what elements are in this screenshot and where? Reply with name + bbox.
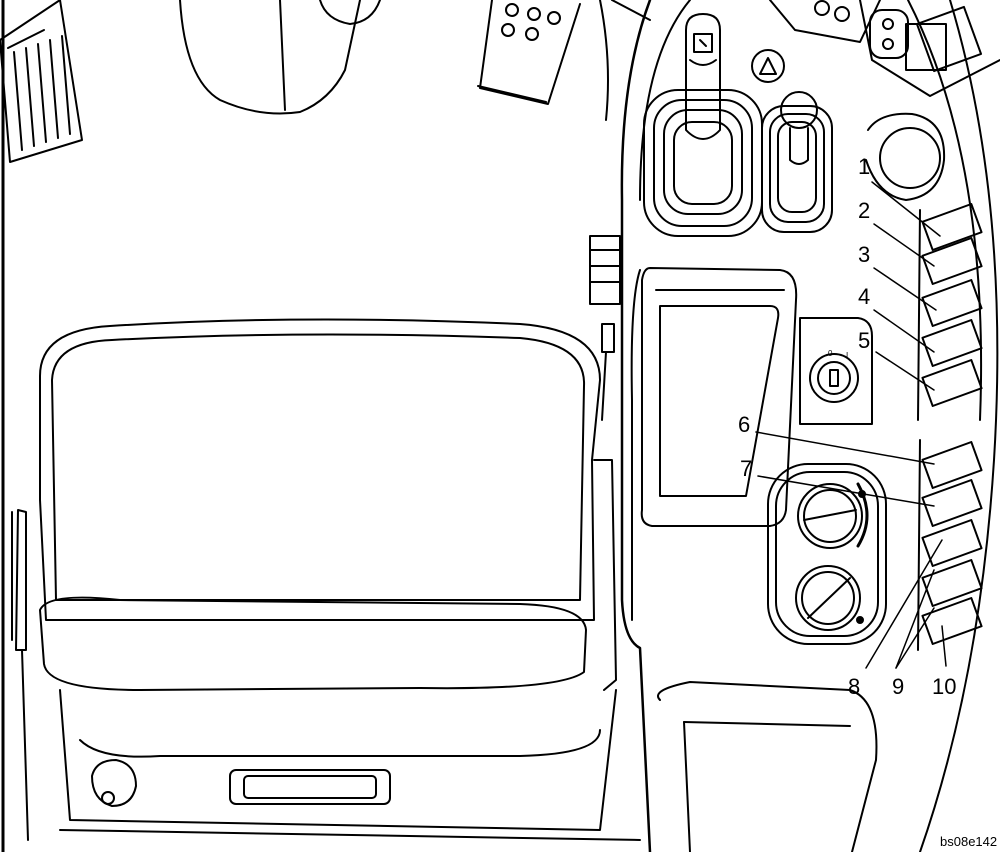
seat-backrest <box>39 318 601 621</box>
callout-7: 7 <box>740 456 752 481</box>
callout-10: 10 <box>932 674 956 699</box>
hazard-button <box>751 49 785 83</box>
joystick <box>643 13 763 237</box>
callout-4: 4 <box>858 284 870 309</box>
upper-right-control-box <box>769 0 1000 97</box>
callout-3: 3 <box>858 242 870 267</box>
climate-control-panel <box>767 463 887 645</box>
steering-column <box>179 0 381 115</box>
seat-cushion <box>11 459 617 841</box>
callout-5: 5 <box>858 328 870 353</box>
seat-adjust-knob <box>91 759 137 807</box>
callout-1: 1 <box>858 154 870 179</box>
seat-bracket <box>589 235 621 421</box>
figure-reference-code: bs08e142 <box>940 834 997 849</box>
ignition-mark-on: I <box>846 351 848 360</box>
ignition-switch <box>799 317 873 425</box>
cup-holder <box>865 112 946 201</box>
callout-9: 9 <box>892 674 904 699</box>
top-left-panel <box>0 0 83 163</box>
display-panel <box>640 267 798 527</box>
callout-8: 8 <box>848 674 860 699</box>
lower-console <box>657 681 878 852</box>
pedal-unit <box>477 0 581 105</box>
rocker-switch-column <box>917 203 983 651</box>
callout-6: 6 <box>738 412 750 437</box>
ignition-mark-off: 0 <box>828 349 833 358</box>
callout-leaders <box>755 181 947 669</box>
auxiliary-lever <box>761 91 833 233</box>
cab-arc-inner <box>907 0 983 421</box>
knob-marker-dot <box>856 616 864 624</box>
cab-arc-right <box>919 0 999 852</box>
callout-2: 2 <box>858 198 870 223</box>
floor-line <box>59 829 641 841</box>
right-console <box>599 0 691 852</box>
